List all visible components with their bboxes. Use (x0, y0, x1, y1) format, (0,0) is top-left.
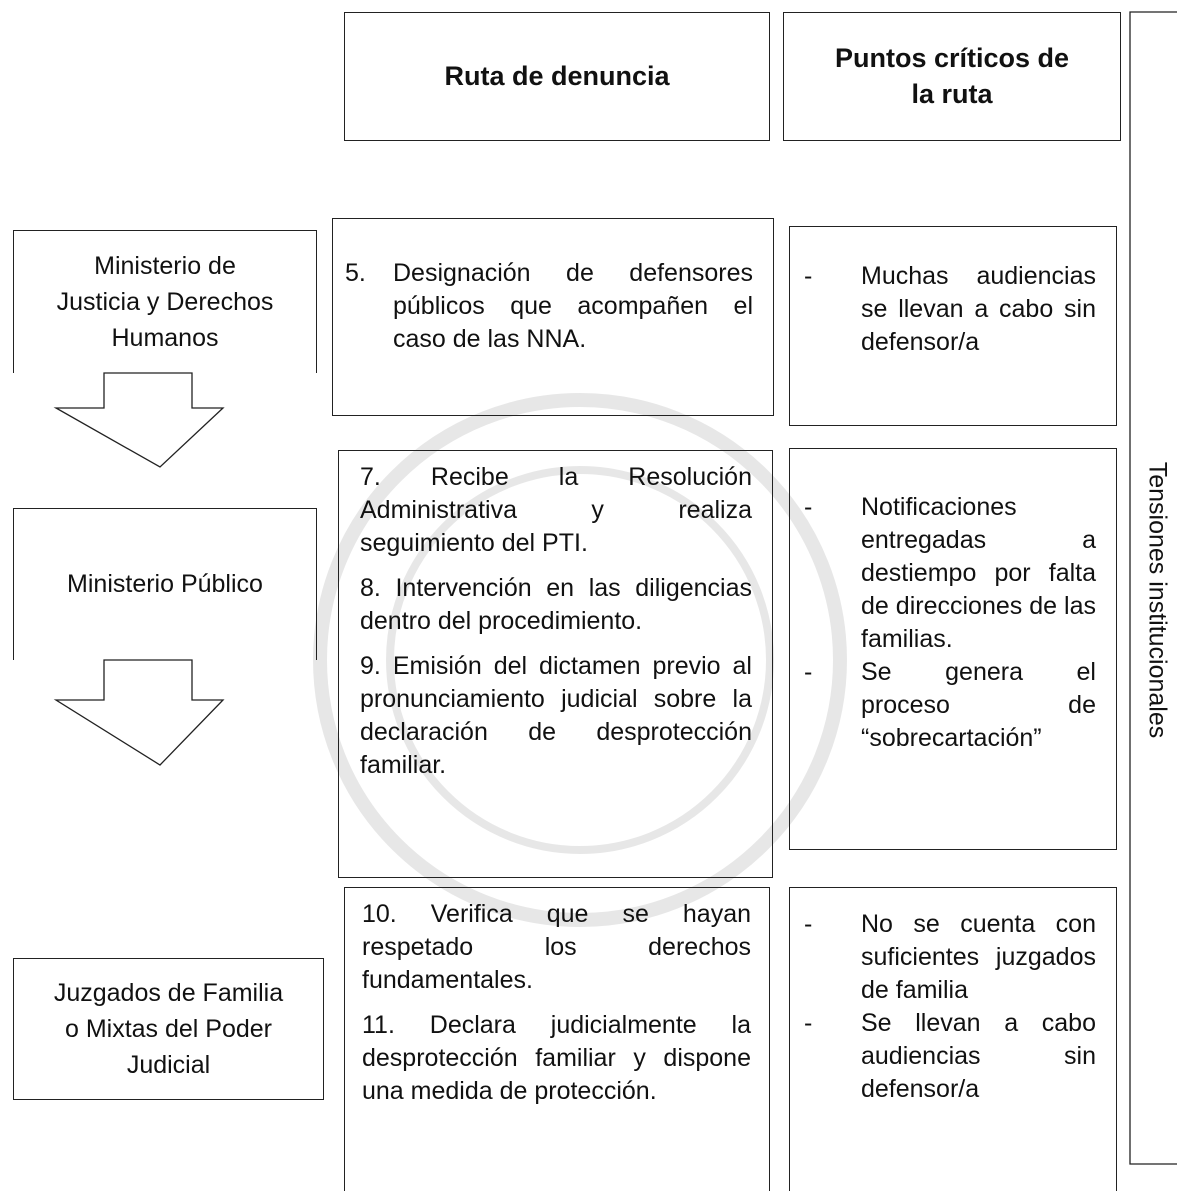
side-bracket (1129, 11, 1177, 1165)
critical-item-3-text: Se genera el proceso de “sobrecartación” (861, 658, 1096, 752)
route-step-8: 8. Intervención en las diligencias dentr… (360, 574, 752, 635)
route-step-5-box: 5. Designación de defensores públicos qu… (332, 218, 774, 416)
route-step-7: 7. Recibe la Resolución Administrativa y… (360, 463, 752, 557)
agency-pj-line2: o Mixtas del Poder (64, 1014, 273, 1043)
critical-dash: - (804, 1009, 813, 1037)
critical-item-3: - Se genera el proceso de “sobrecartació… (804, 656, 1096, 755)
critical-dash: - (804, 262, 813, 290)
route-step-11: 11. Declara judicialmente la desprotecci… (362, 1011, 751, 1105)
critical-item-4-text: No se cuenta con suficientes juzgados de… (861, 910, 1096, 1004)
header-ruta-de-denuncia: Ruta de denuncia (344, 12, 770, 141)
agency-minjus-line2: Justicia y Derechos (56, 287, 274, 316)
critical-points-box-3: - No se cuenta con suficientes juzgados … (789, 887, 1117, 1191)
critical-item-5: - Se llevan a cabo audiencias sin defens… (804, 1007, 1096, 1106)
header-puntos-line2: la ruta (911, 78, 993, 109)
critical-dash: - (804, 910, 813, 938)
header-puntos-criticos: Puntos críticos de la ruta (783, 12, 1121, 141)
critical-item-4: - No se cuenta con suficientes juzgados … (804, 908, 1096, 1007)
agency-minjus-line1: Ministerio de (94, 251, 236, 280)
route-step-5-text: Designación de defensores públicos que a… (393, 259, 753, 353)
critical-item-1-text: Muchas audiencias se llevan a cabo sin d… (861, 262, 1096, 356)
critical-item-5-text: Se llevan a cabo audiencias sin defensor… (861, 1009, 1096, 1103)
route-step-10: 10. Verifica que se hayan respetado los … (362, 900, 751, 994)
critical-points-box-1: - Muchas audiencias se llevan a cabo sin… (789, 226, 1117, 426)
route-step-5-number: 5. (345, 259, 366, 287)
tensiones-institucionales-label: Tensiones institucionales (1143, 461, 1172, 739)
header-ruta-label: Ruta de denuncia (444, 60, 670, 91)
agency-ministerio-publico: Ministerio Público (13, 508, 317, 660)
critical-points-box-2: - Notificaciones entregadas a destiempo … (789, 448, 1117, 850)
route-step-9: 9. Emisión del dictamen previo al pronun… (360, 652, 752, 779)
agency-pj-line1: Juzgados de Familia (53, 978, 284, 1007)
critical-item-2: - Notificaciones entregadas a destiempo … (804, 491, 1096, 656)
critical-dash: - (804, 493, 813, 521)
agency-pj-line3: Judicial (126, 1051, 211, 1080)
watermark-seal (313, 393, 847, 927)
agency-minjus-line3: Humanos (111, 324, 219, 353)
agency-juzgados-familia: Juzgados de Familia o Mixtas del Poder J… (13, 958, 324, 1100)
agency-ministerio-justicia: Ministerio de Justicia y Derechos Humano… (13, 230, 317, 373)
critical-item-1: - Muchas audiencias se llevan a cabo sin… (804, 260, 1096, 359)
route-steps-7-9-box: 7. Recibe la Resolución Administrativa y… (338, 450, 773, 878)
arrow-down-2 (53, 659, 225, 766)
agency-mp-label: Ministerio Público (67, 570, 263, 599)
header-puntos-line1: Puntos críticos de (834, 43, 1070, 74)
critical-dash: - (804, 658, 813, 686)
critical-item-2-text: Notificaciones entregadas a destiempo po… (861, 493, 1096, 653)
route-steps-10-11-box: 10. Verifica que se hayan respetado los … (344, 887, 770, 1191)
arrow-down-1 (53, 372, 225, 468)
